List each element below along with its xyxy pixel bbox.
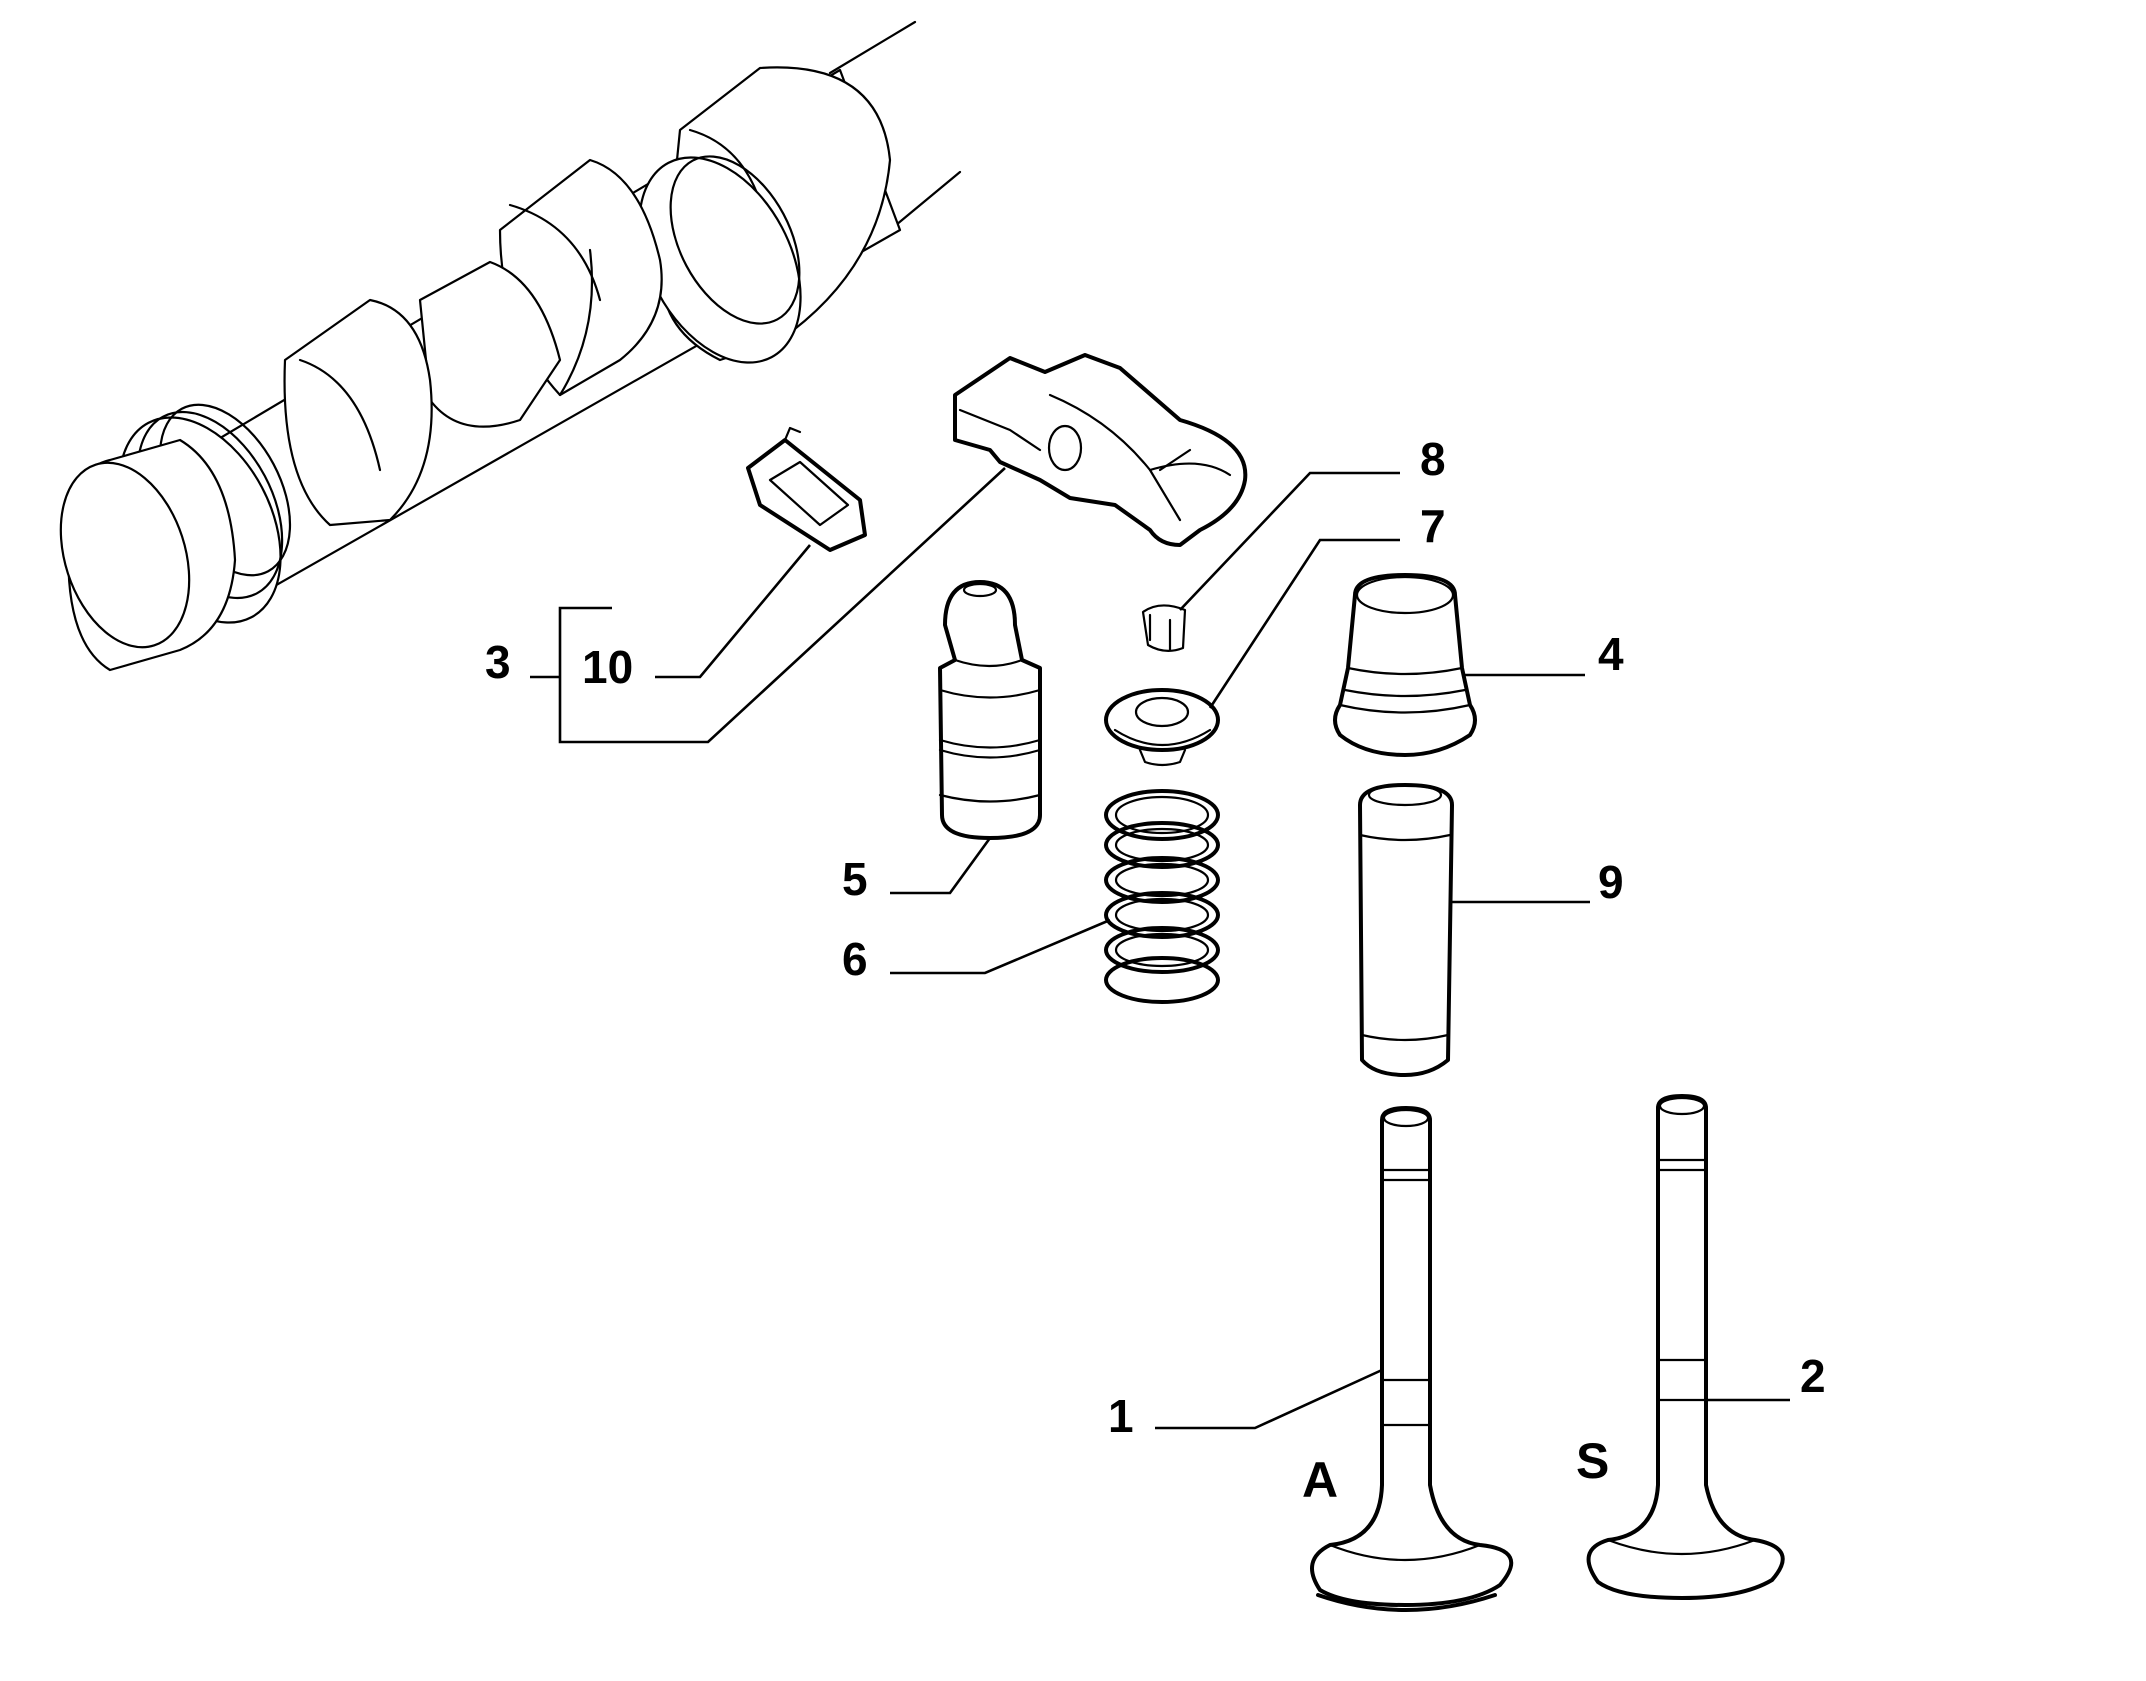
callout-4: 4 (1598, 628, 1624, 680)
callout-5: 5 (842, 853, 868, 905)
intake-valve-part-1 (1310, 1106, 1514, 1612)
camshaft (59, 20, 962, 672)
exhaust-valve-part-2 (1586, 1094, 1785, 1600)
leader-lines (530, 467, 1790, 1430)
valve-spring-part-6 (1104, 789, 1220, 1004)
valve-cotter-part-8 (1141, 604, 1187, 652)
callout-7: 7 (1420, 500, 1446, 552)
hydraulic-tappet-part-5 (938, 580, 1042, 840)
rocker-arm (953, 353, 1248, 547)
callout-3: 3 (485, 636, 511, 688)
callout-2: 2 (1800, 1350, 1826, 1402)
callout-1: 1 (1108, 1390, 1134, 1442)
tappet-clip-part-10 (746, 426, 867, 552)
callout-9: 9 (1598, 856, 1624, 908)
callout-10: 10 (582, 641, 633, 693)
callout-6: 6 (842, 933, 868, 985)
valve-stem-seal-part-4 (1333, 573, 1477, 757)
callout-8: 8 (1420, 433, 1446, 485)
callout-labels: 3 10 8 7 4 5 6 9 1 2 A S (485, 433, 1826, 1508)
valve-guide-part-9 (1358, 783, 1454, 1077)
spring-retainer-part-7 (1104, 688, 1220, 767)
exhaust-valve-letter: S (1576, 1433, 1609, 1489)
intake-valve-letter: A (1302, 1452, 1338, 1508)
